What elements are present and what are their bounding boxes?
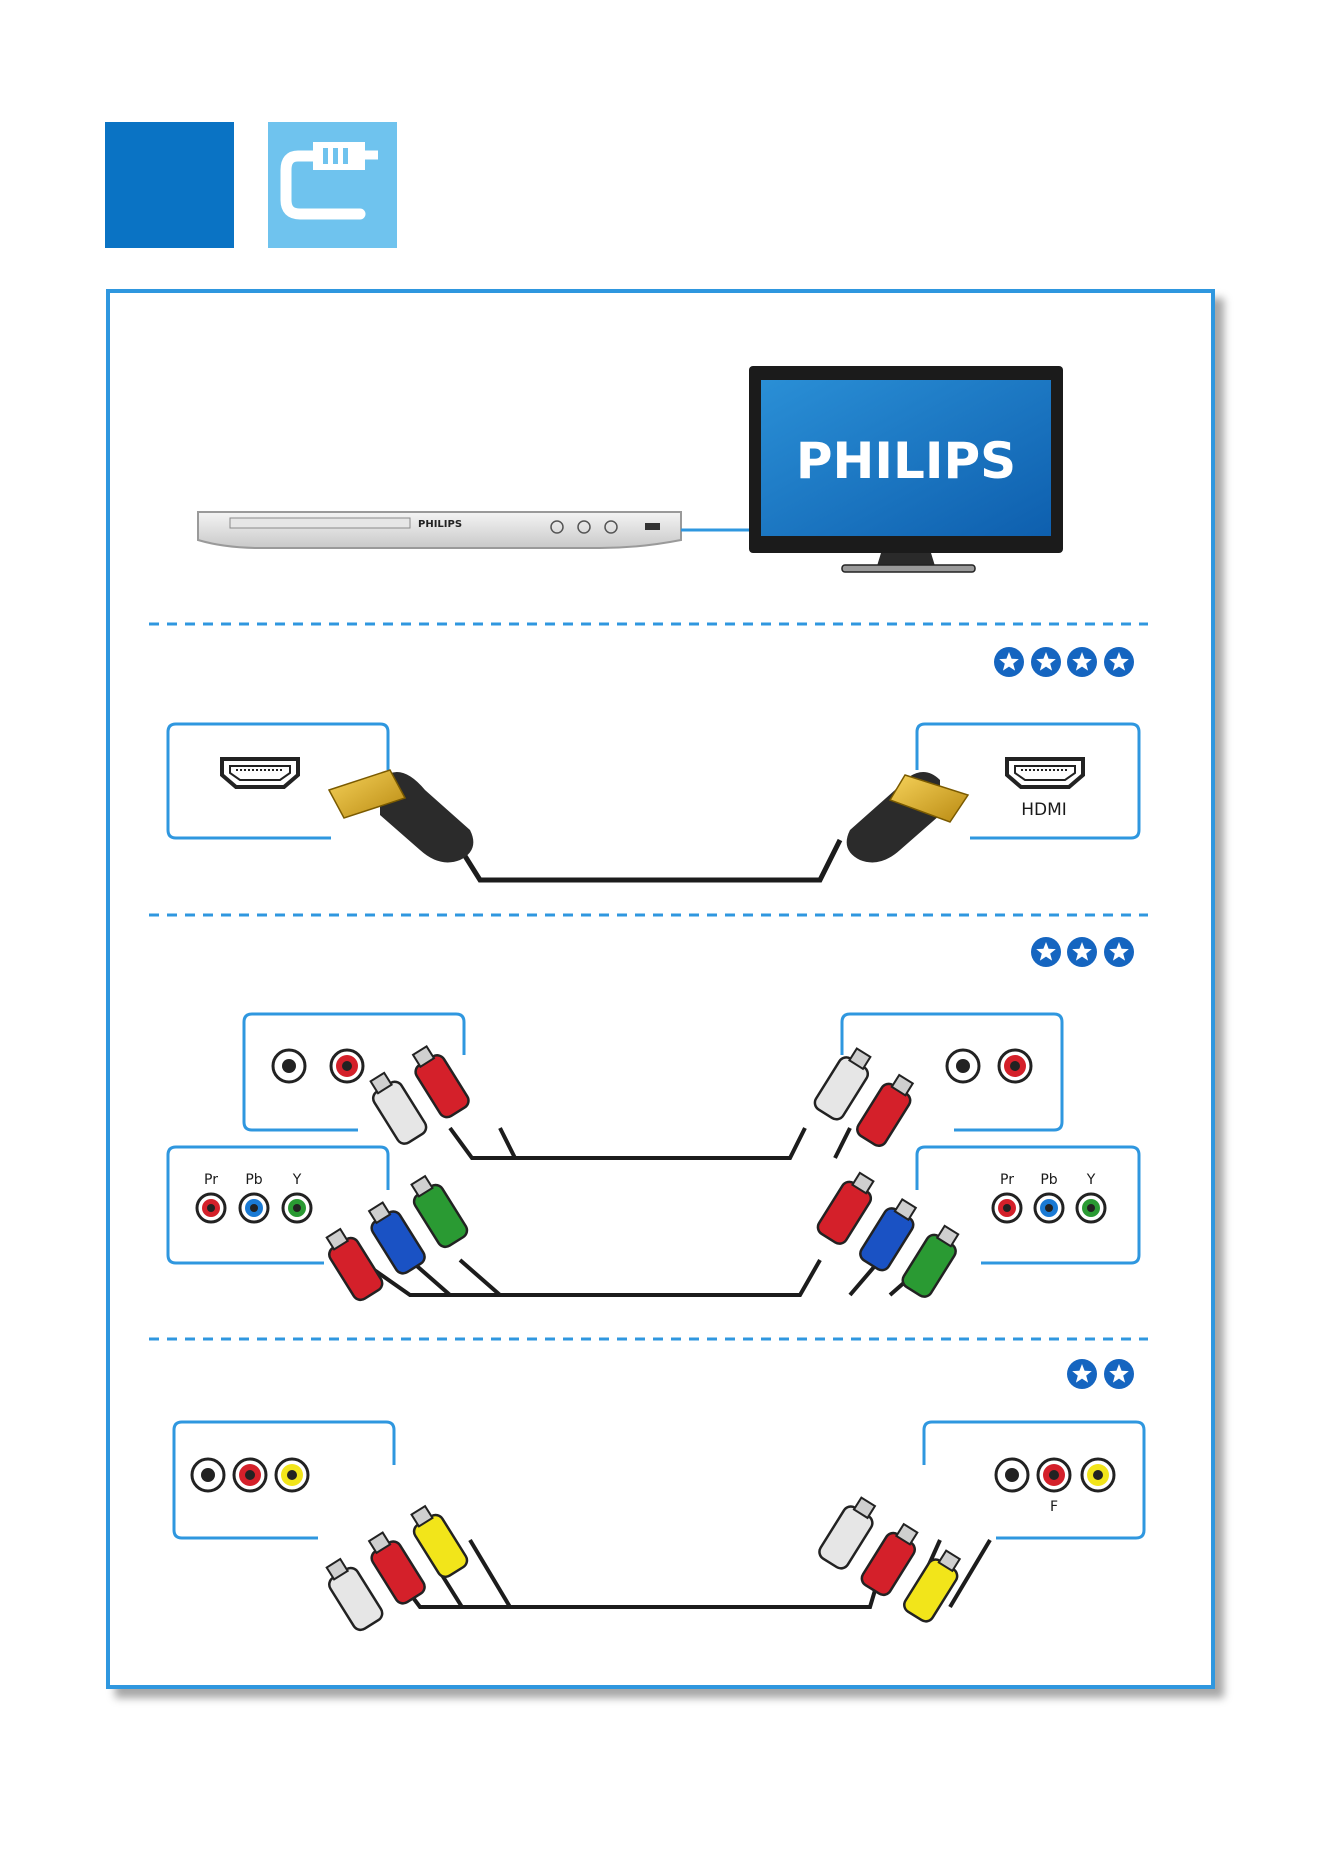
star-icon — [1104, 1359, 1134, 1389]
hdmi-connection: HDMI — [168, 724, 1139, 880]
hdmi-plug-left — [329, 770, 473, 862]
composite-jacks-sink: F — [996, 1459, 1114, 1515]
player-brand-label: PHILIPS — [418, 519, 462, 530]
hdmi-port-label: HDMI — [1021, 800, 1067, 820]
component-connection: Pr Pb Y Pr Pb Y — [168, 1014, 1139, 1303]
rca-plugs-component-right — [815, 1169, 965, 1300]
rca-plugs-audio-left — [364, 1042, 472, 1147]
usb-port-icon — [645, 523, 660, 530]
star-icon — [1067, 647, 1097, 677]
component-jacks-source: Pr Pb Y — [197, 1172, 311, 1222]
star-icon — [1067, 937, 1097, 967]
star-icon — [1031, 937, 1061, 967]
hdmi-port-icon — [222, 759, 298, 787]
component-label-pr: Pr — [1000, 1172, 1014, 1188]
tv-brand-label: PHILIPS — [796, 432, 1016, 490]
tv: PHILIPS — [749, 366, 1063, 572]
audio-jacks-source — [273, 1050, 363, 1082]
component-label-y: Y — [292, 1172, 302, 1188]
component-label-pb: Pb — [1040, 1172, 1057, 1188]
composite-connection: F — [174, 1422, 1144, 1633]
component-label-pr: Pr — [204, 1172, 218, 1188]
rca-plugs-composite-right — [816, 1493, 966, 1624]
star-icon — [994, 647, 1024, 677]
star-icon — [1104, 647, 1134, 677]
dvd-player: PHILIPS — [198, 512, 681, 548]
hdmi-port-icon — [1007, 759, 1083, 787]
rca-plugs-composite-left — [320, 1502, 470, 1633]
rating-stars-hdmi — [994, 647, 1134, 677]
rating-stars-component — [1031, 937, 1134, 967]
audio-jacks-sink — [947, 1050, 1031, 1082]
composite-sink-label: F — [1050, 1499, 1058, 1515]
star-icon — [1067, 1359, 1097, 1389]
rating-stars-composite — [1067, 1359, 1134, 1389]
star-icon — [1104, 937, 1134, 967]
rca-plugs-audio-right — [812, 1044, 920, 1149]
hdmi-plug-right — [847, 772, 968, 862]
component-label-pb: Pb — [245, 1172, 262, 1188]
component-label-y: Y — [1086, 1172, 1096, 1188]
component-jacks-sink: Pr Pb Y — [993, 1172, 1105, 1222]
composite-jacks-source — [192, 1459, 308, 1491]
star-icon — [1031, 647, 1061, 677]
